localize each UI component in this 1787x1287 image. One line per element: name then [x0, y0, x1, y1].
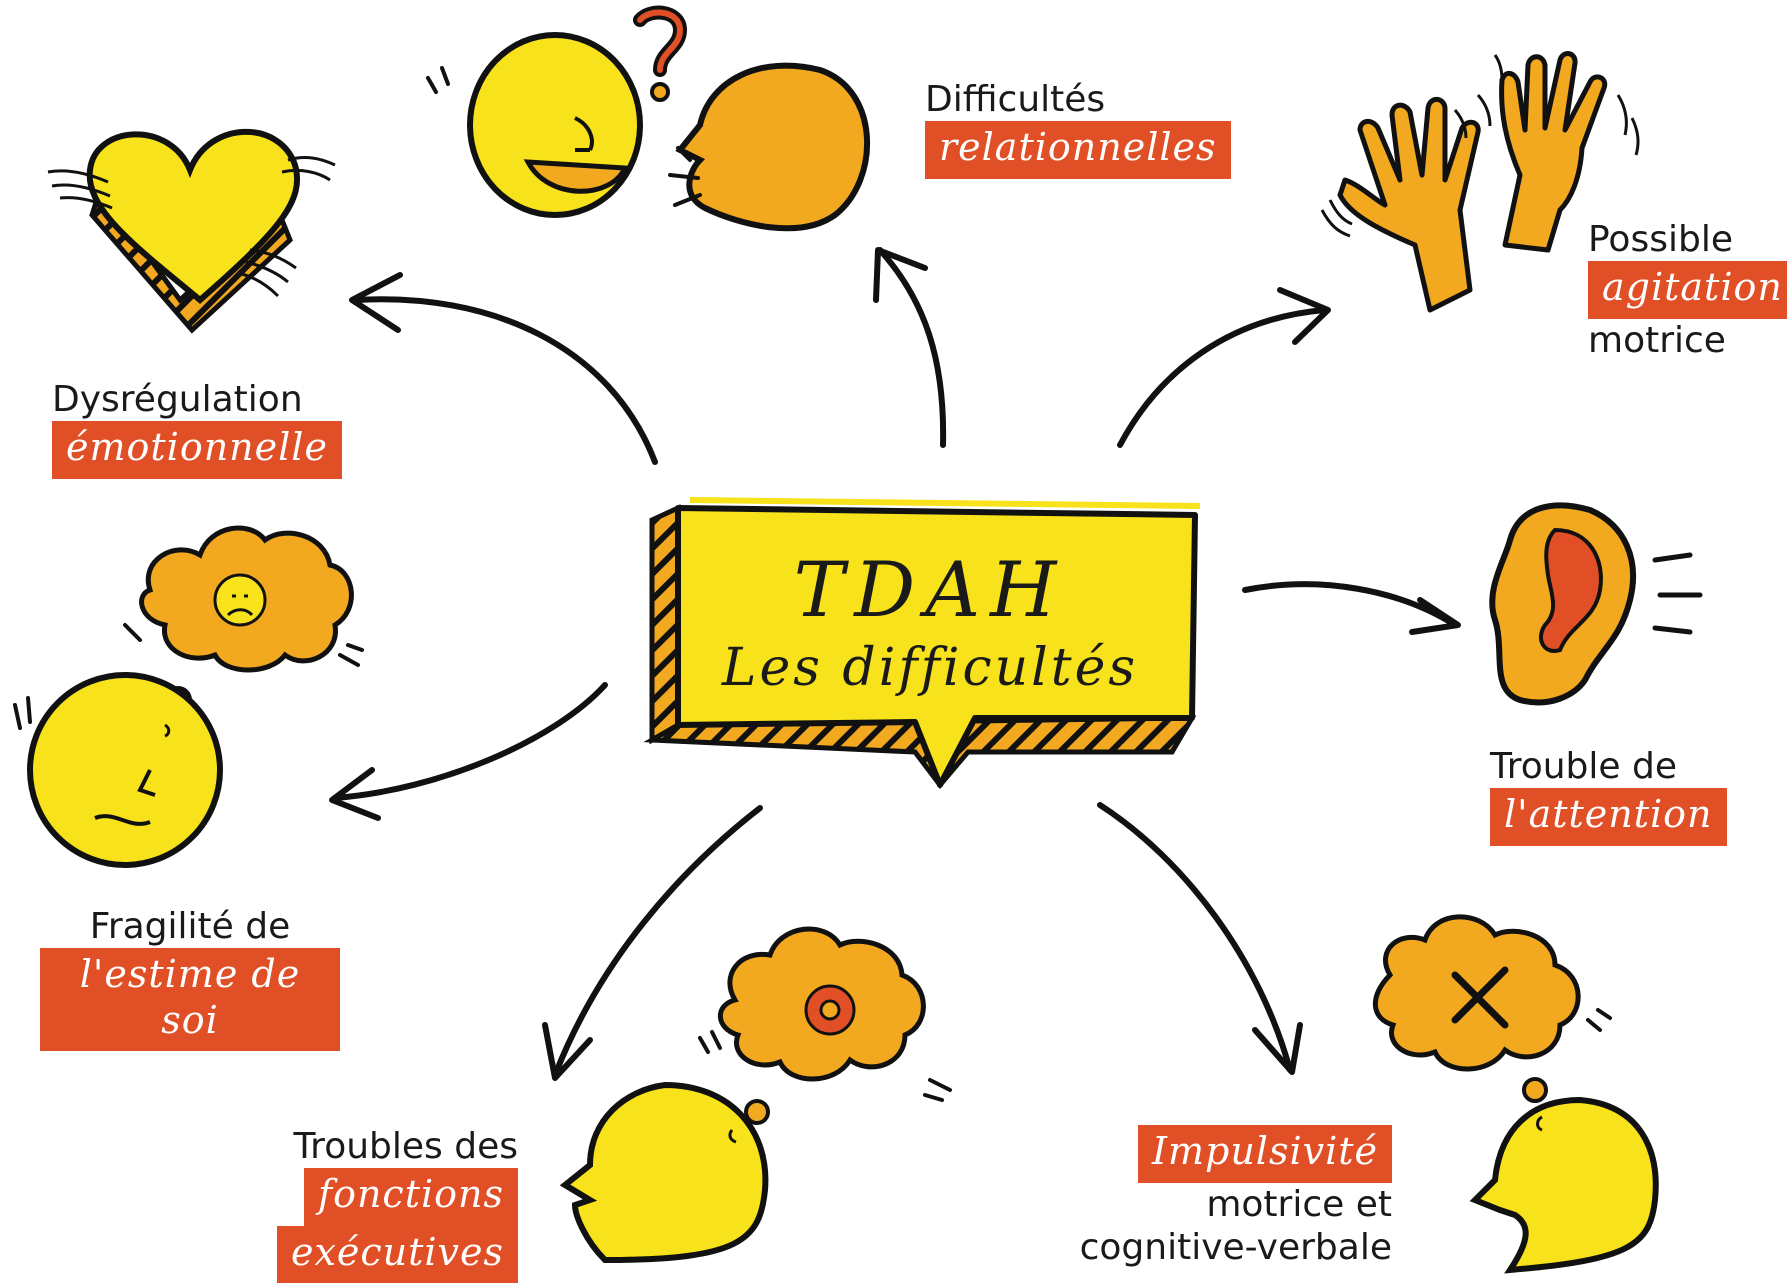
arrowhead-emotionnelle: [349, 272, 403, 333]
label-impulsivite-line1: motrice et: [1206, 1183, 1392, 1225]
arrowhead-agitation: [1277, 287, 1331, 345]
arrowhead-executives: [542, 1022, 593, 1081]
arrow-estime: [332, 682, 608, 801]
label-emotionnelle: Dysrégulation émotionnelle: [52, 378, 342, 479]
arrows: [329, 247, 1461, 1081]
arrow-attention: [1242, 581, 1458, 628]
arrow-emotionnelle: [352, 296, 658, 465]
label-agitation-line2: motrice: [1588, 319, 1726, 361]
tag-attention: l'attention: [1490, 788, 1727, 846]
label-relationnelles-line1: Difficultés: [925, 79, 1106, 120]
label-impulsivite-line2: cognitive-verbale: [1079, 1226, 1392, 1268]
label-attention-line1: Trouble de: [1490, 746, 1677, 787]
sad-thought-head-icon: [13, 525, 364, 868]
label-impulsivite: Impulsivité motrice et cognitive-verbale: [1030, 1125, 1392, 1269]
arrowhead-estime: [329, 767, 381, 821]
label-attention: Trouble de l'attention: [1490, 745, 1727, 846]
label-executives-line1: Troubles des: [293, 1126, 518, 1167]
center-title: TDAH: [793, 545, 1067, 634]
center-speech-box: [643, 497, 1201, 789]
tag-impulsivite: Impulsivité: [1137, 1125, 1392, 1183]
label-executives: Troubles des fonctions exécutives: [240, 1125, 518, 1284]
label-emotionnelle-line1: Dysrégulation: [52, 379, 303, 420]
label-agitation-line1: Possible: [1588, 219, 1733, 260]
label-estime: Fragilité de l'estime de soi: [40, 905, 340, 1052]
cross-thought-head-icon: [1372, 914, 1659, 1274]
heart-icon: [47, 128, 336, 334]
tag-executives-2: exécutives: [276, 1225, 518, 1284]
talking-heads-icon: [426, 5, 871, 232]
tag-relationnelles: relationnelles: [925, 121, 1231, 179]
waving-hands-icon: [1320, 51, 1640, 313]
tag-executives-1: fonctions: [304, 1168, 518, 1226]
arrow-agitation: [1117, 307, 1328, 448]
tag-agitation: agitation: [1588, 261, 1787, 319]
label-relationnelles: Difficultés relationnelles: [925, 78, 1231, 179]
arrowhead-relationnelles: [873, 247, 928, 303]
arrow-executives: [552, 805, 763, 1078]
label-agitation: Possible agitation motrice: [1588, 218, 1787, 362]
label-estime-line1: Fragilité de: [89, 906, 291, 947]
arrow-relationnelles: [877, 247, 947, 448]
arrowhead-attention: [1409, 597, 1461, 635]
center-title-block: TDAH Les difficultés: [650, 545, 1210, 698]
ear-icon: [1489, 502, 1703, 706]
arrow-impulsivite: [1097, 802, 1293, 1073]
tag-emotionnelle: émotionnelle: [52, 421, 342, 479]
center-subtitle: Les difficultés: [721, 638, 1139, 698]
gear-thought-head-icon: [559, 926, 952, 1264]
tag-estime: l'estime de soi: [40, 948, 340, 1052]
arrowhead-impulsivite: [1252, 1022, 1303, 1075]
